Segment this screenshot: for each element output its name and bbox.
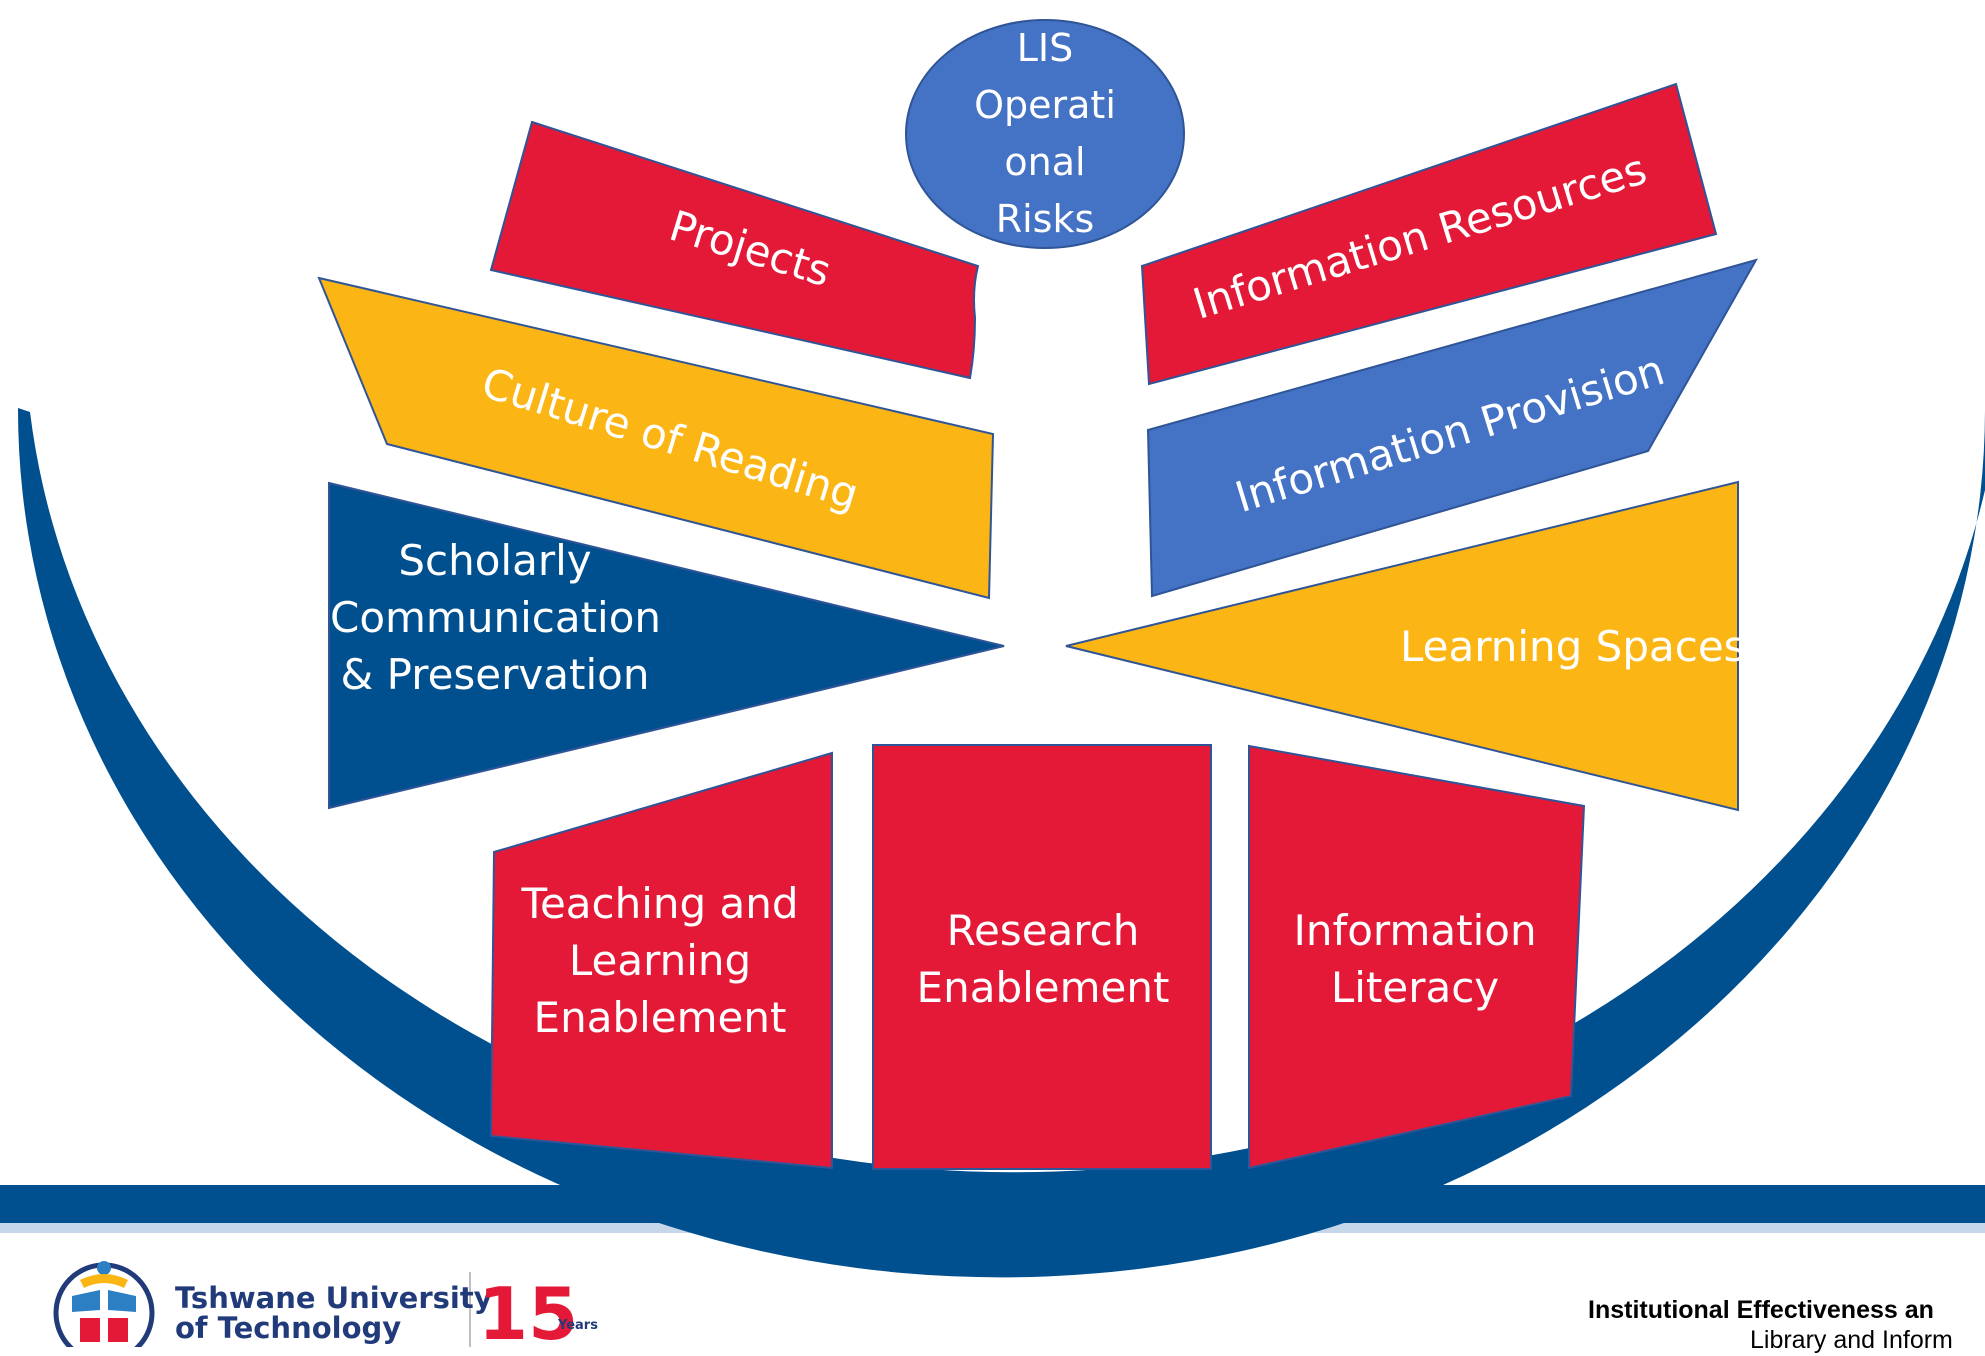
anniversary-number: 15 xyxy=(478,1272,579,1356)
information-resources-shape xyxy=(1140,82,1718,386)
subdepartment-name: Library and Inform xyxy=(1750,1326,1953,1354)
tut-logo-icon xyxy=(53,1261,155,1347)
culture-of-reading-shape xyxy=(317,276,995,600)
teaching-label: Teaching and Learning Enablement xyxy=(521,879,799,1042)
scholarly-shape xyxy=(328,481,1005,810)
department-name: Institutional Effectiveness an xyxy=(1588,1296,1934,1324)
projects-shape xyxy=(489,120,980,380)
research-shape xyxy=(872,744,1212,1170)
university-name: Tshwane University of Technology xyxy=(175,1281,493,1346)
anniversary-unit: Years xyxy=(558,1318,598,1333)
literacy-shape xyxy=(1248,744,1586,1170)
research-label: Research Enablement xyxy=(916,906,1170,1012)
center-risks-ellipse xyxy=(905,19,1185,249)
learning-spaces-shape xyxy=(1065,480,1739,812)
literacy-label: Information Literacy xyxy=(1293,906,1537,1012)
scholarly-label: Scholarly Communication & Preservation xyxy=(330,536,662,699)
information-provision-shape xyxy=(1146,258,1759,598)
center-risks-label: LIS Operati onal Risks xyxy=(974,26,1116,241)
learning-spaces-label: Learning Spaces xyxy=(1400,622,1746,671)
teaching-shape xyxy=(489,751,833,1170)
